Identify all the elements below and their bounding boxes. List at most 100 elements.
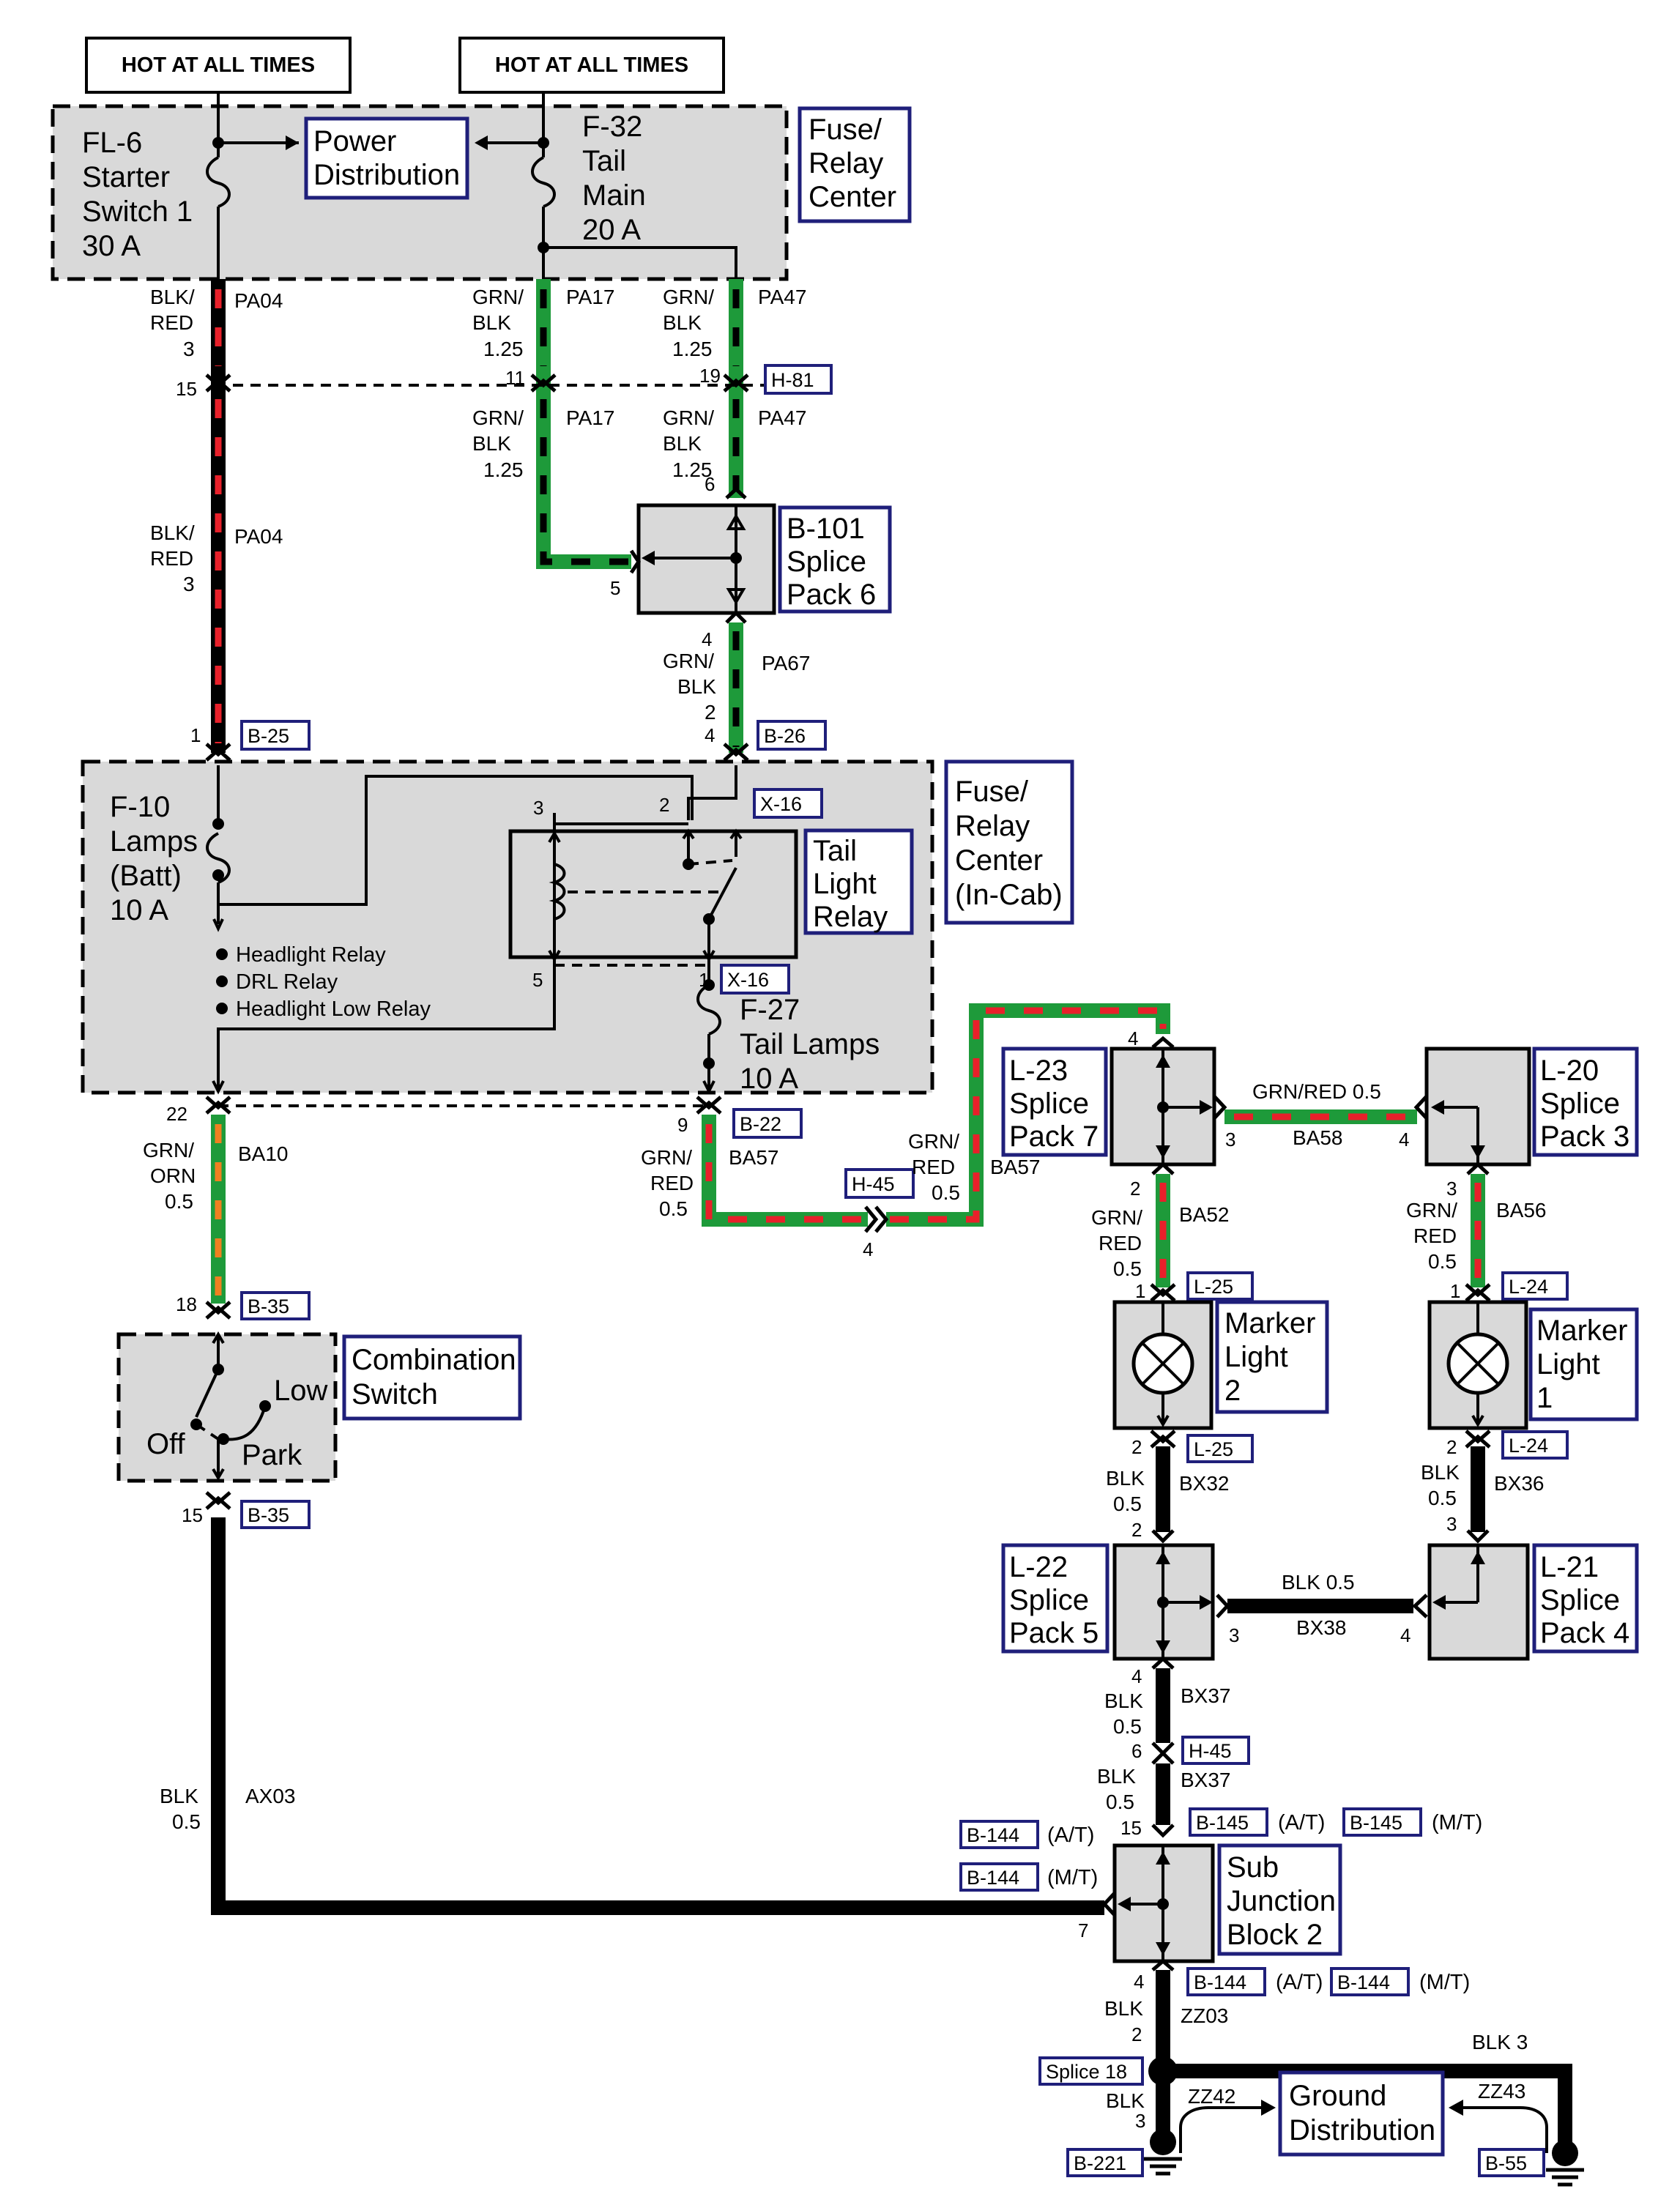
svg-text:B-144: B-144	[967, 1867, 1019, 1889]
svg-text:BLK: BLK	[1421, 1461, 1460, 1484]
svg-text:10 A: 10 A	[110, 894, 168, 926]
svg-text:B-35: B-35	[248, 1295, 289, 1317]
svg-text:B-25: B-25	[248, 725, 289, 747]
svg-text:1: 1	[1536, 1382, 1553, 1414]
svg-text:H-81: H-81	[771, 369, 814, 391]
svg-text:Headlight Relay: Headlight Relay	[236, 943, 386, 967]
svg-text:Switch 1: Switch 1	[82, 196, 193, 228]
svg-text:15: 15	[1120, 1817, 1142, 1839]
fl6-label: FL-6	[82, 127, 142, 159]
svg-text:Splice 18: Splice 18	[1046, 2061, 1127, 2083]
svg-text:L-24: L-24	[1509, 1435, 1548, 1457]
svg-text:PA17: PA17	[566, 406, 614, 429]
connector-b221: B-221	[1066, 2148, 1144, 2177]
svg-text:22: 22	[166, 1103, 187, 1125]
svg-text:X-16: X-16	[760, 793, 802, 815]
splice-pack-7	[1110, 1036, 1227, 1175]
svg-text:3: 3	[1229, 1624, 1239, 1646]
svg-text:B-144: B-144	[1194, 1971, 1246, 1993]
relay-load-list: Headlight Relay DRL Relay Headlight Low …	[216, 943, 431, 1021]
svg-text:Combination: Combination	[352, 1344, 516, 1376]
svg-text:PA17: PA17	[566, 286, 614, 308]
combination-switch: Low Off Park	[116, 1331, 338, 1483]
svg-text:Tail: Tail	[582, 145, 626, 177]
svg-text:3: 3	[533, 797, 543, 819]
svg-text:BLK: BLK	[663, 432, 702, 455]
svg-text:BA58: BA58	[1293, 1126, 1343, 1149]
svg-text:(In-Cab): (In-Cab)	[955, 879, 1063, 911]
svg-text:4: 4	[705, 724, 715, 746]
svg-text:Pack 6: Pack 6	[787, 579, 876, 611]
svg-text:3: 3	[1446, 1513, 1457, 1535]
connector-l24-top: L-24	[1501, 1271, 1569, 1301]
svg-text:1: 1	[190, 724, 201, 746]
svg-text:0.5: 0.5	[1113, 1715, 1142, 1738]
svg-text:Relay: Relay	[809, 147, 883, 179]
svg-text:B-35: B-35	[248, 1504, 289, 1526]
svg-text:Pack 5: Pack 5	[1009, 1617, 1099, 1649]
connector-b144-at-right: B-144	[1186, 1967, 1266, 1996]
svg-text:RED: RED	[912, 1156, 955, 1178]
fuse-relay-center-incab-label: Fuse/ Relay Center (In-Cab)	[944, 759, 1074, 925]
svg-text:B-145: B-145	[1350, 1812, 1402, 1834]
svg-text:(A/T): (A/T)	[1278, 1811, 1325, 1834]
incab-internals	[206, 765, 798, 1095]
svg-text:BLK/: BLK/	[150, 521, 195, 544]
svg-text:1.25: 1.25	[672, 458, 713, 481]
svg-text:HOT AT ALL TIMES: HOT AT ALL TIMES	[495, 53, 688, 77]
sub-junction-block-2	[1101, 1843, 1215, 1963]
svg-text:GRN/: GRN/	[663, 406, 714, 429]
svg-text:RED: RED	[150, 311, 193, 334]
power-distribution-box: Power Distribution	[304, 116, 469, 200]
svg-text:Relay: Relay	[813, 901, 888, 933]
connector-b144-at-left: B-144	[959, 1820, 1039, 1849]
svg-text:ZZ03: ZZ03	[1181, 2004, 1228, 2027]
svg-text:Switch: Switch	[352, 1378, 438, 1410]
svg-text:Marker: Marker	[1224, 1307, 1315, 1339]
svg-text:(A/T): (A/T)	[1047, 1824, 1094, 1847]
svg-text:15: 15	[182, 1504, 203, 1526]
svg-text:B-26: B-26	[764, 725, 806, 747]
svg-text:BLK: BLK	[1104, 1689, 1143, 1712]
svg-text:BX38: BX38	[1296, 1616, 1347, 1639]
svg-text:BLK 0.5: BLK 0.5	[1282, 1571, 1355, 1594]
svg-text:Marker: Marker	[1536, 1315, 1627, 1347]
svg-text:5: 5	[610, 577, 620, 599]
splice-pack-5	[1112, 1543, 1215, 1661]
svg-text:1.25: 1.25	[483, 338, 524, 360]
svg-text:BX32: BX32	[1179, 1472, 1230, 1495]
wire-zz03	[1151, 1958, 1175, 2071]
svg-text:ZZ43: ZZ43	[1478, 2080, 1525, 2103]
svg-text:GRN/: GRN/	[663, 650, 714, 672]
svg-text:1: 1	[1450, 1280, 1460, 1302]
svg-text:BX37: BX37	[1181, 1684, 1231, 1707]
svg-text:(A/T): (A/T)	[1276, 1971, 1323, 1994]
svg-text:(Batt): (Batt)	[110, 860, 182, 892]
svg-text:Light: Light	[1224, 1341, 1288, 1373]
svg-text:BLK 3: BLK 3	[1472, 2031, 1528, 2053]
svg-text:Pack 4: Pack 4	[1540, 1617, 1629, 1649]
svg-text:GRN/RED 0.5: GRN/RED 0.5	[1252, 1080, 1381, 1103]
svg-text:H-45: H-45	[1189, 1740, 1232, 1762]
svg-text:4: 4	[1134, 1971, 1144, 1993]
svg-text:0.5: 0.5	[1428, 1250, 1457, 1273]
connector-l25-top: L-25	[1186, 1271, 1254, 1301]
svg-text:RED: RED	[150, 547, 193, 570]
svg-text:DRL Relay: DRL Relay	[236, 970, 338, 994]
svg-text:(M/T): (M/T)	[1047, 1866, 1098, 1889]
splice-pack-5-label: L-22 Splice Pack 5	[1001, 1543, 1110, 1654]
svg-text:0.5: 0.5	[1113, 1257, 1142, 1280]
splice-pack-6-label: B-101 Splice Pack 6	[778, 505, 892, 614]
marker-light-2	[1112, 1300, 1213, 1430]
svg-text:Relay: Relay	[955, 810, 1030, 842]
wire-ba57	[702, 1003, 1170, 1227]
b35-bottom-pins	[207, 1492, 230, 1509]
svg-text:RED: RED	[650, 1172, 694, 1194]
svg-text:1: 1	[699, 969, 709, 991]
svg-text:Splice: Splice	[1540, 1088, 1620, 1120]
hot-at-all-times-left: HOT AT ALL TIMES	[85, 37, 352, 94]
svg-text:10 A: 10 A	[740, 1063, 798, 1095]
connector-x16-bottom: X-16	[720, 964, 790, 995]
svg-text:30 A: 30 A	[82, 230, 141, 262]
svg-text:Light: Light	[1536, 1348, 1600, 1380]
